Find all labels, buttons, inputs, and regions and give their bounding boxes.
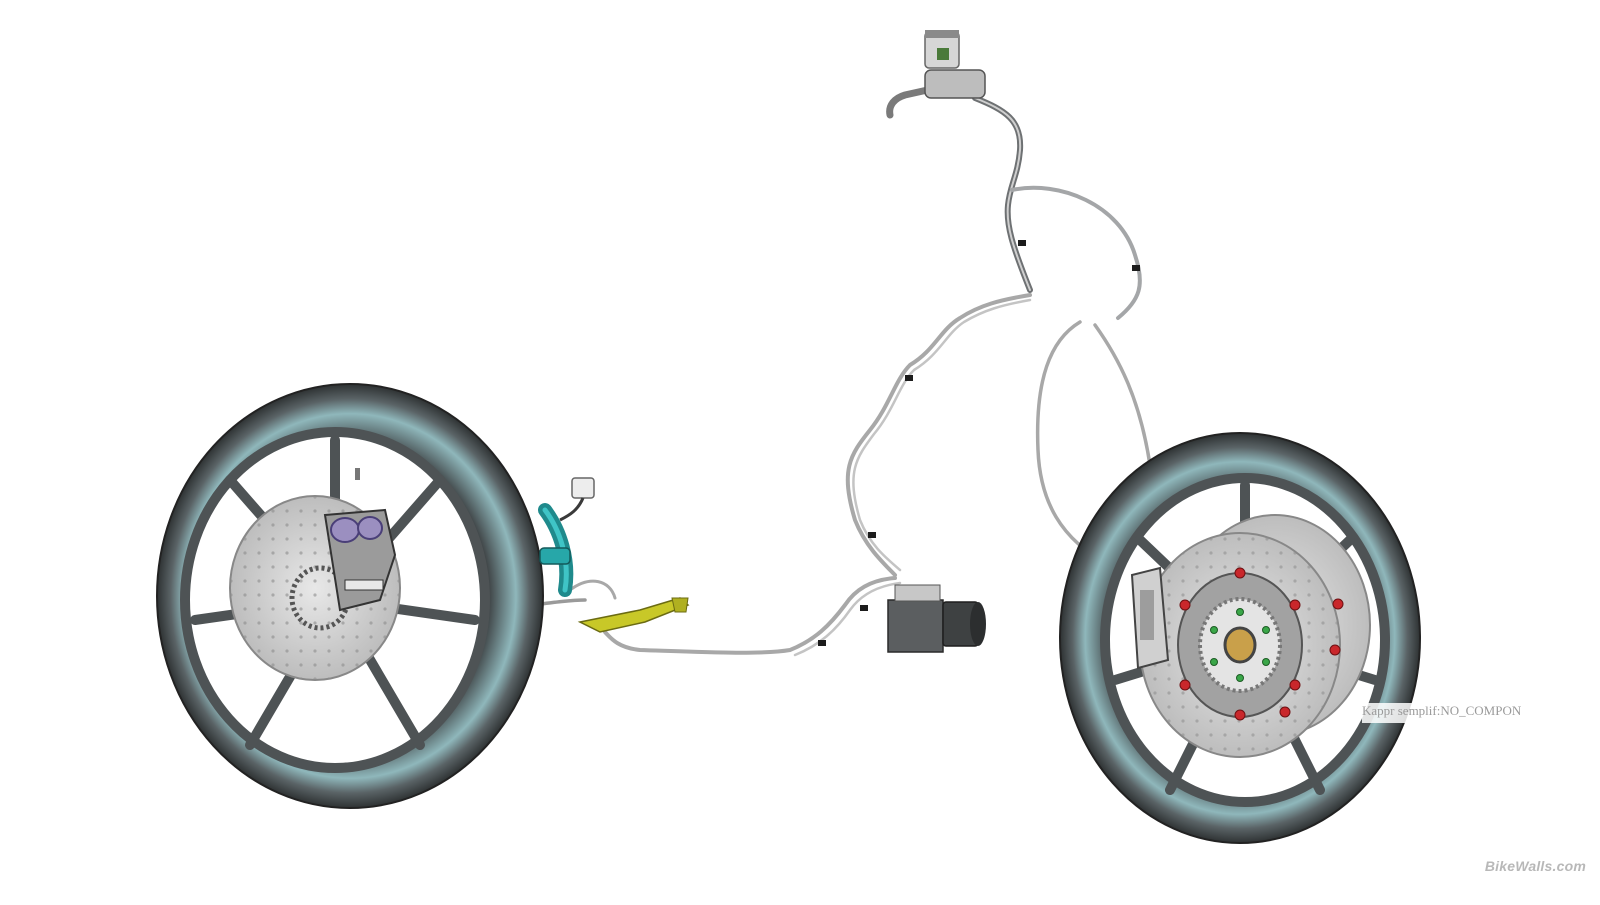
line-clip-4 [818,640,826,646]
rear-brake-caliper [323,508,397,612]
front-wheel [1059,432,1421,844]
line-clip-1 [905,375,913,381]
abs-main-line [845,293,1032,577]
abs-main-line-2 [852,298,1032,572]
rear-valve-stem [355,468,360,480]
front-hub [1223,626,1257,664]
line-clip-6 [1132,265,1140,271]
line-clip-5 [1018,240,1026,246]
line-clip-3 [860,605,868,611]
rear-reservoir [571,477,595,499]
rear-brake-pedal [577,597,690,633]
abs-modulator [887,584,986,653]
front-line-branch [1010,185,1142,320]
front-lever [886,81,954,119]
rear-master-cylinder [538,477,595,597]
front-brake-caliper [1130,566,1170,670]
watermark: BikeWalls.com [1484,858,1586,874]
front-line-upper-highlight [974,97,1031,291]
front-master-cylinder [886,30,986,119]
front-disc-bolts-green [1210,608,1270,682]
front-caliper-line-a [1035,320,1112,567]
front-disc-bolts-red [1179,567,1344,721]
abs-to-rear-line [603,576,897,655]
front-caliper-line-b [1093,323,1152,467]
cad-label: Kappr semplif:NO_COMPON [1362,703,1550,723]
rear-wheel [156,383,544,809]
front-line-upper [972,95,1033,293]
line-clip-2 [868,532,876,538]
rear-line-to-master [568,579,617,600]
abs-to-rear-line-2 [793,581,902,657]
